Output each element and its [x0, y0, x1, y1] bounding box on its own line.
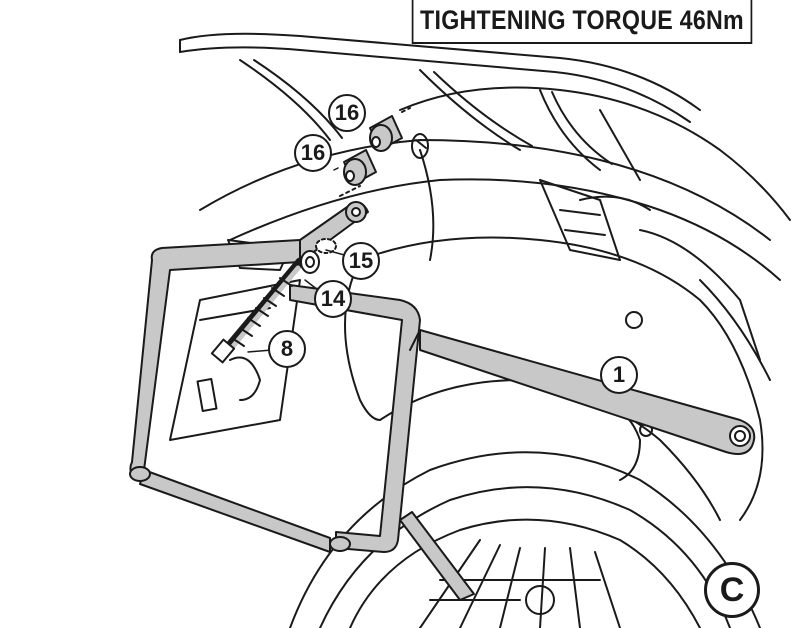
pannier-frame [129, 201, 756, 601]
callout-1: 1 [600, 356, 638, 394]
tail-bodywork [199, 86, 791, 381]
spacers-16 [339, 107, 429, 197]
bolt-and-spacer [210, 238, 337, 364]
callout-16-lower: 16 [294, 134, 332, 172]
callout-15: 15 [342, 242, 380, 280]
callout-8: 8 [268, 330, 306, 368]
callout-14: 14 [314, 280, 352, 318]
luggage-rack [179, 32, 701, 181]
torque-label: TIGHTENING TORQUE 46Nm [411, 0, 753, 44]
callout-16-upper: 16 [328, 94, 366, 132]
section-letter-c: C [704, 562, 760, 618]
